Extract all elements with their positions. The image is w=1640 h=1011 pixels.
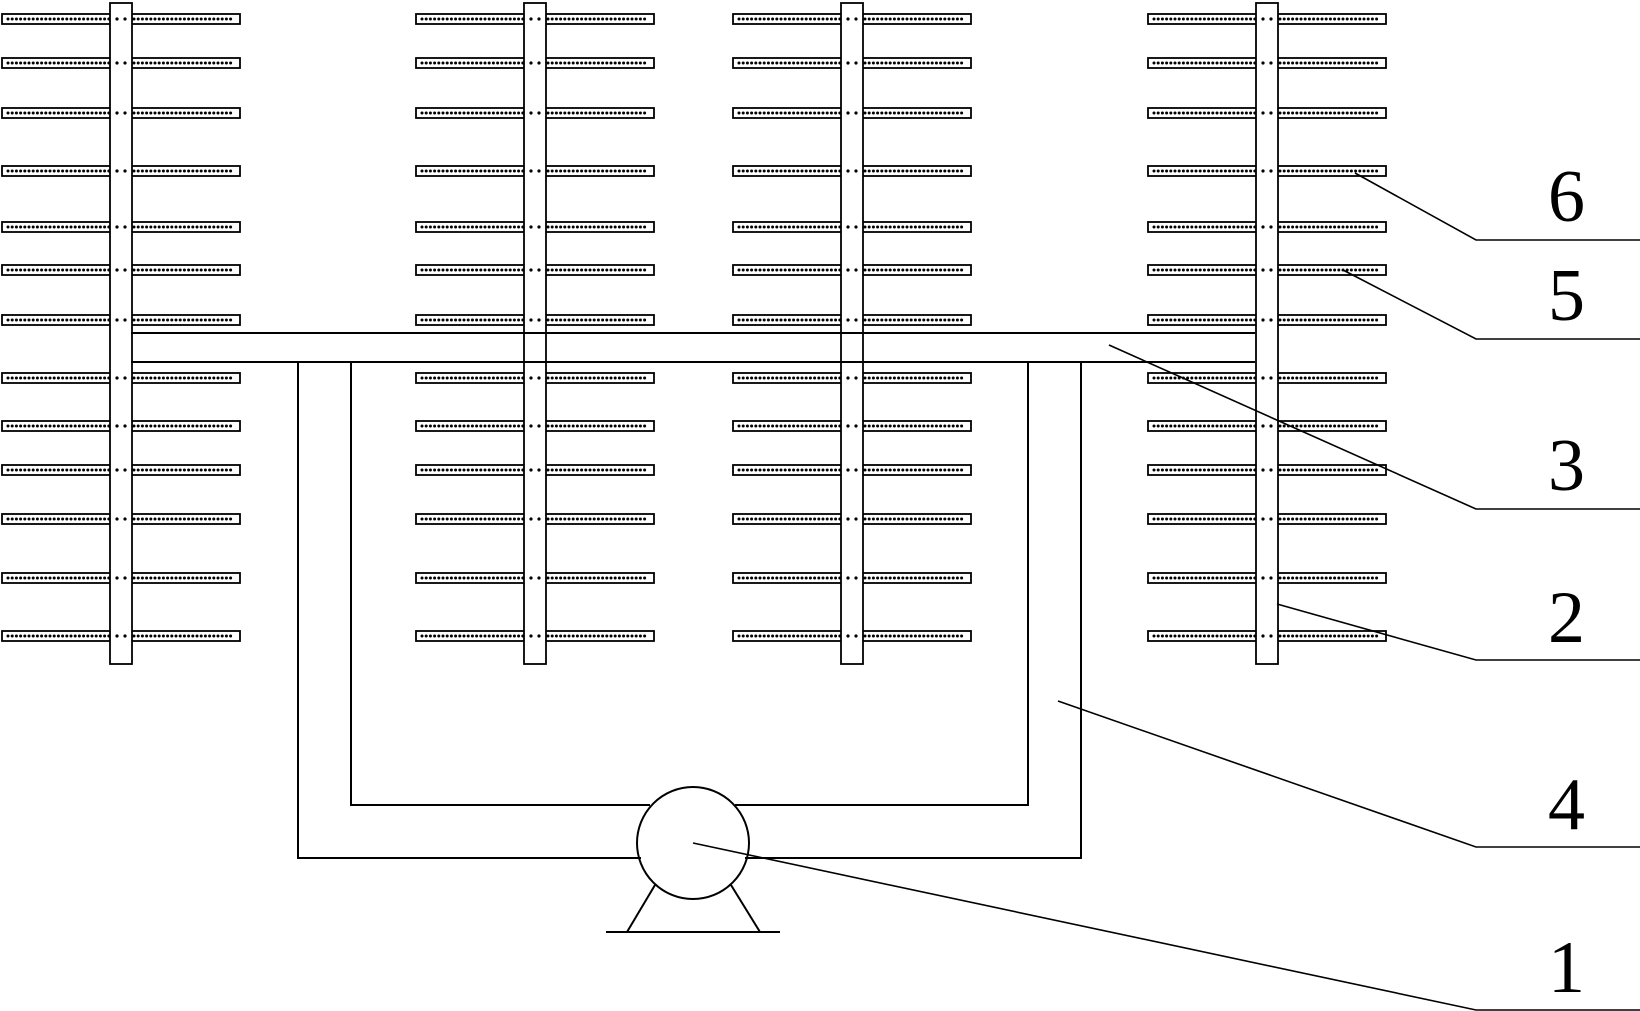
nozzle-holes	[737, 169, 964, 173]
nozzle-holes	[420, 169, 647, 173]
leader-6	[1354, 172, 1640, 241]
nozzle-holes	[6, 111, 233, 115]
nozzle-holes	[1152, 424, 1379, 428]
leader-1	[692, 842, 1640, 1011]
nozzle-holes	[420, 634, 647, 638]
nozzle-holes	[1152, 111, 1379, 115]
riser-pipe	[1255, 2, 1279, 665]
nozzle-holes	[1152, 169, 1379, 173]
nozzle-holes	[737, 17, 964, 21]
spray-column	[1, 2, 241, 665]
spray-column	[1147, 2, 1387, 665]
nozzle-holes	[1152, 268, 1379, 272]
callout-5: 5	[1548, 255, 1585, 337]
nozzle-holes	[6, 634, 233, 638]
leader-2	[1276, 603, 1640, 661]
leader-5	[1342, 269, 1640, 340]
spray-column	[415, 2, 655, 665]
callout-labels: 6 5 3 2 4 1	[1548, 156, 1585, 1009]
leader-4	[1057, 700, 1640, 848]
nozzle-holes	[1152, 376, 1379, 380]
manifold-pipe	[131, 332, 1255, 363]
nozzle-holes	[420, 576, 647, 580]
callout-4: 4	[1548, 764, 1585, 846]
nozzle-holes	[1152, 634, 1379, 638]
callout-1: 1	[1548, 927, 1585, 1009]
pump	[606, 786, 780, 933]
callout-3: 3	[1548, 425, 1585, 507]
supply-loop-pipe	[297, 362, 1082, 859]
leader-3	[1108, 344, 1640, 510]
callout-6: 6	[1548, 156, 1585, 238]
nozzle-holes	[420, 468, 647, 472]
nozzle-holes	[6, 17, 233, 21]
nozzle-holes	[737, 517, 964, 521]
nozzle-holes	[737, 61, 964, 65]
callout-leaders	[692, 172, 1640, 1011]
nozzle-holes	[737, 376, 964, 380]
callout-2: 2	[1548, 577, 1585, 659]
nozzle-holes	[1152, 17, 1379, 21]
nozzle-holes	[6, 376, 233, 380]
nozzle-holes	[420, 111, 647, 115]
riser-pipe	[109, 2, 133, 665]
